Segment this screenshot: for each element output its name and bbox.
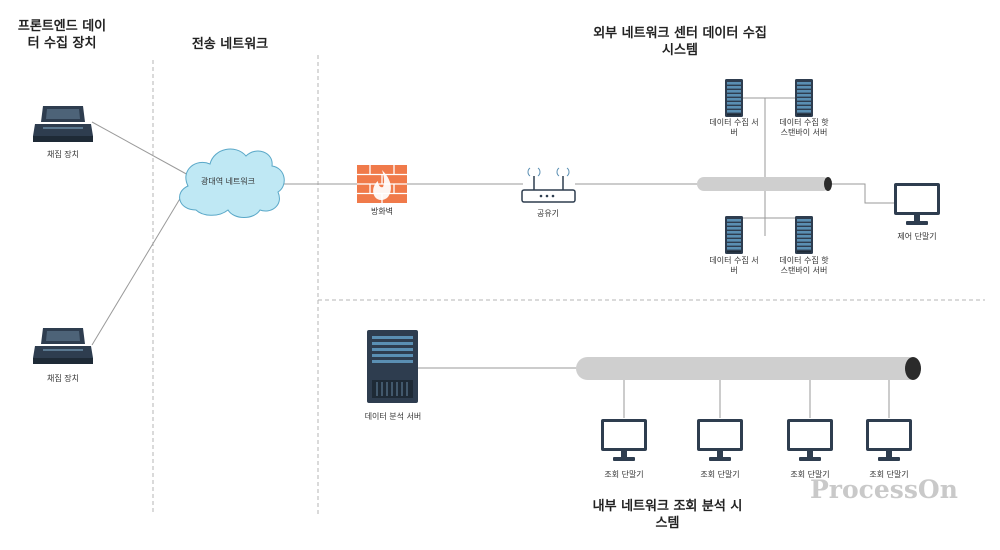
link-bus-control-terminal [832,183,895,204]
section-title-transport: 전송 네트워크 [191,37,269,52]
analysis-server-label: 데이터 분석 서버 [364,412,422,421]
collector-2-label: 채집 장치 [47,374,79,383]
server-top-2-label: 데이터 수집 핫 스탠바이 서버 [779,118,829,137]
external-network-bus [697,177,832,191]
firewall-label: 방화벽 [370,207,394,216]
link-collector-2-cloud [91,181,191,346]
wide-area-network-cloud-icon [179,148,285,218]
router-icon [521,167,576,203]
control-terminal-label: 제어 단말기 [897,232,937,241]
server-bottom-1-label: 데이터 수집 서버 [709,256,759,275]
query-terminal-3-label: 조회 단말기 [790,470,830,479]
query-terminal-3-monitor-icon [787,419,833,461]
server-top-2-icon [795,79,813,117]
query-terminal-4-label: 조회 단말기 [869,470,909,479]
section-title-external: 외부 네트워크 센터 데이터 수집 시스템 [593,26,767,58]
query-terminal-1-label: 조회 단말기 [604,470,644,479]
server-top-1-icon [725,79,743,117]
cloud-label: 광대역 네트워크 [200,177,256,186]
collector-device-icon-2 [33,328,93,364]
section-title-internal: 내부 네트워크 조회 분석 시스템 [592,499,743,531]
processon-watermark: ProcessOn [810,475,958,504]
firewall-icon [357,165,407,203]
control-terminal-monitor-icon [894,183,940,225]
query-terminal-2-monitor-icon [697,419,743,461]
link-collector-1-cloud [91,121,191,177]
internal-network-bus [576,357,921,380]
server-bottom-1-icon [725,216,743,254]
collector-1-label: 채집 장치 [47,150,79,159]
query-terminal-4-monitor-icon [866,419,912,461]
analysis-server-icon [367,330,418,403]
section-title-frontend: 프론트엔드 데이터 수집 장치 [17,19,107,51]
server-bottom-2-icon [795,216,813,254]
collector-device-icon-1 [33,106,93,142]
query-terminal-1-monitor-icon [601,419,647,461]
server-top-1-label: 데이터 수집 서버 [709,118,759,137]
query-terminal-2-label: 조회 단말기 [700,470,740,479]
server-bottom-2-label: 데이터 수집 핫 스탠바이 서버 [779,256,829,275]
router-label: 공유기 [536,209,560,218]
